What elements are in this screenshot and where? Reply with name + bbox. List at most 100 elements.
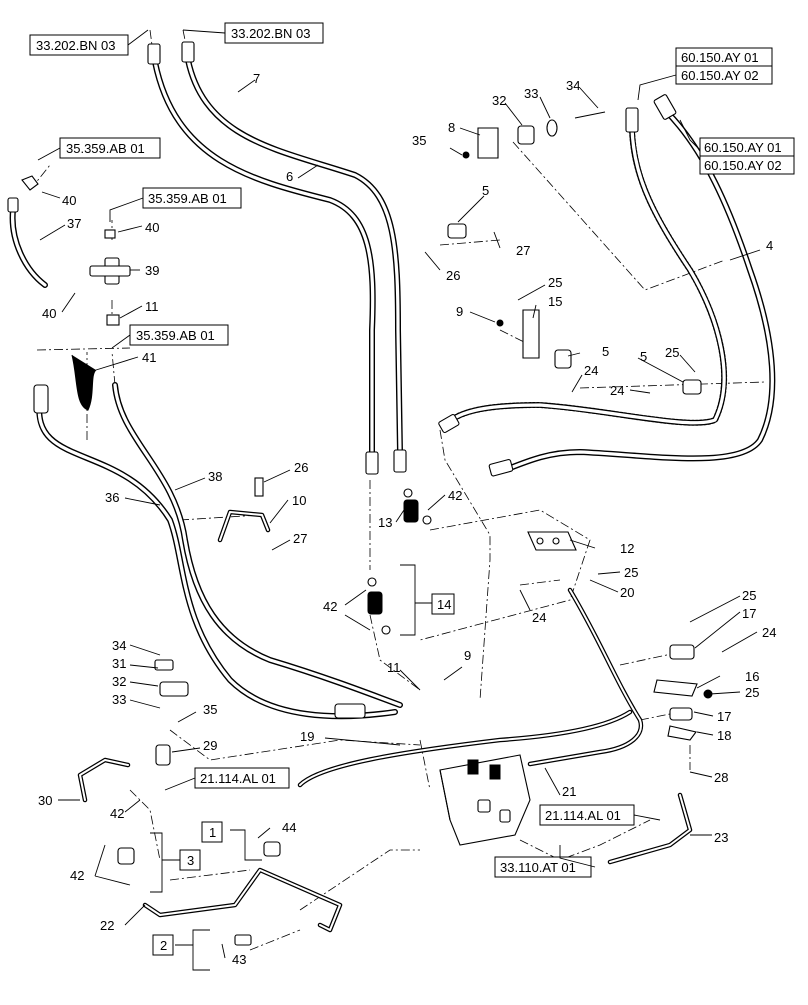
bracket-15 xyxy=(496,309,540,359)
callout-26: 26 xyxy=(446,268,460,283)
callout-25: 25 xyxy=(548,275,562,290)
hose-fittings-top xyxy=(147,41,407,475)
tube-22 xyxy=(142,867,343,933)
callout-numbers: 7 6 8 32 33 34 35 5 27 26 4 25 15 9 5 24… xyxy=(38,71,776,967)
callout-24d: 24 xyxy=(762,625,776,640)
callout-21: 21 xyxy=(562,784,576,799)
callout-5c: 5 xyxy=(640,349,647,364)
tube-23 xyxy=(607,792,693,865)
callout-32b: 32 xyxy=(112,674,126,689)
callout-4: 4 xyxy=(766,238,773,253)
callout-9: 9 xyxy=(456,304,463,319)
callout-5: 5 xyxy=(482,183,489,198)
callout-11: 11 xyxy=(145,299,159,314)
leader-lines xyxy=(39,79,761,959)
callout-24: 24 xyxy=(584,363,598,378)
callout-44: 44 xyxy=(282,820,296,835)
callout-35: 35 xyxy=(412,133,426,148)
callout-30: 30 xyxy=(38,793,52,808)
valve-block xyxy=(439,754,531,846)
callout-25c: 25 xyxy=(624,565,638,580)
callout-36: 36 xyxy=(105,490,119,505)
callout-6: 6 xyxy=(286,169,293,184)
callout-7: 7 xyxy=(253,71,260,86)
callout-35b: 35 xyxy=(203,702,217,717)
callout-20: 20 xyxy=(620,585,634,600)
callout-10: 10 xyxy=(292,493,306,508)
fittings-lower-left xyxy=(117,659,281,946)
group-bracket-3 xyxy=(150,832,180,893)
callout-40b: 40 xyxy=(145,220,159,235)
group-bracket-2 xyxy=(175,929,210,971)
callout-42b: 42 xyxy=(323,599,337,614)
ref-33-202-bn-03-a: 33.202.BN 03 xyxy=(36,38,116,53)
callout-22: 22 xyxy=(100,918,114,933)
callout-13: 13 xyxy=(378,515,392,530)
group-2: 2 xyxy=(160,938,167,953)
callout-17b: 17 xyxy=(717,709,731,724)
tube-36 xyxy=(33,384,398,720)
callout-39: 39 xyxy=(145,263,159,278)
callout-34b: 34 xyxy=(112,638,126,653)
bracket-12 xyxy=(527,531,577,551)
callout-40: 40 xyxy=(62,193,76,208)
callout-38: 38 xyxy=(208,469,222,484)
group-3: 3 xyxy=(187,853,194,868)
callout-25b: 25 xyxy=(665,345,679,360)
callout-37: 37 xyxy=(67,216,81,231)
callout-23: 23 xyxy=(714,830,728,845)
clamp-32 xyxy=(517,111,606,145)
callout-8: 8 xyxy=(448,120,455,135)
callout-43: 43 xyxy=(232,952,246,967)
ref-60-150-ay-01-a: 60.150.AY 01 xyxy=(681,50,759,65)
tube-38 xyxy=(112,382,403,708)
callout-27: 27 xyxy=(516,243,530,258)
callout-33b: 33 xyxy=(112,692,126,707)
clamps-5 xyxy=(447,223,702,395)
callout-34: 34 xyxy=(566,78,580,93)
hose-6 xyxy=(152,59,376,458)
callout-12: 12 xyxy=(620,541,634,556)
tee-fitting-39 xyxy=(89,229,131,326)
hose-7 xyxy=(185,57,403,455)
ref-35-359-ab-01-b: 35.359.AB 01 xyxy=(148,191,227,206)
clip-41 xyxy=(71,354,97,411)
ref-33-110-at-01: 33.110.AT 01 xyxy=(500,860,576,875)
callout-17: 17 xyxy=(742,606,756,621)
ref-33-202-bn-03-b: 33.202.BN 03 xyxy=(231,26,311,41)
callout-32: 32 xyxy=(492,93,506,108)
ref-35-359-ab-01-c: 35.359.AB 01 xyxy=(136,328,215,343)
callout-42d: 42 xyxy=(70,868,84,883)
callout-24b: 24 xyxy=(610,383,624,398)
ref-21-114-al-01-b: 21.114.AL 01 xyxy=(545,808,621,823)
group-bracket-1 xyxy=(230,829,262,861)
ref-21-114-al-01-a: 21.114.AL 01 xyxy=(200,771,276,786)
hose-braided xyxy=(438,107,728,434)
group-boxes: 14 1 3 2 xyxy=(152,593,455,956)
callout-15: 15 xyxy=(548,294,562,309)
callout-24c: 24 xyxy=(532,610,546,625)
reference-boxes: 33.202.BN 03 33.202.BN 03 60.150.AY 01 6… xyxy=(29,22,795,878)
callout-31: 31 xyxy=(112,656,126,671)
callout-40c: 40 xyxy=(42,306,56,321)
callout-9b: 9 xyxy=(464,648,471,663)
plate-16-17-18 xyxy=(653,644,713,741)
group-14: 14 xyxy=(437,597,451,612)
callout-33: 33 xyxy=(524,86,538,101)
ref-60-150-ay-02-b: 60.150.AY 02 xyxy=(704,158,782,173)
coupler-13 xyxy=(403,488,432,525)
callout-42: 42 xyxy=(448,488,462,503)
ref-35-359-ab-01-a: 35.359.AB 01 xyxy=(66,141,145,156)
tube-19 xyxy=(297,709,633,788)
tube-21 xyxy=(527,587,644,767)
callout-18: 18 xyxy=(717,728,731,743)
hose-4 xyxy=(488,94,776,477)
coupler-14 xyxy=(367,577,391,635)
callout-5b: 5 xyxy=(602,344,609,359)
bracket-8 xyxy=(462,127,499,159)
bracket-10 xyxy=(217,477,271,543)
callout-11b: 11 xyxy=(387,660,401,675)
hose-37 xyxy=(7,175,48,288)
callout-42c: 42 xyxy=(110,806,124,821)
